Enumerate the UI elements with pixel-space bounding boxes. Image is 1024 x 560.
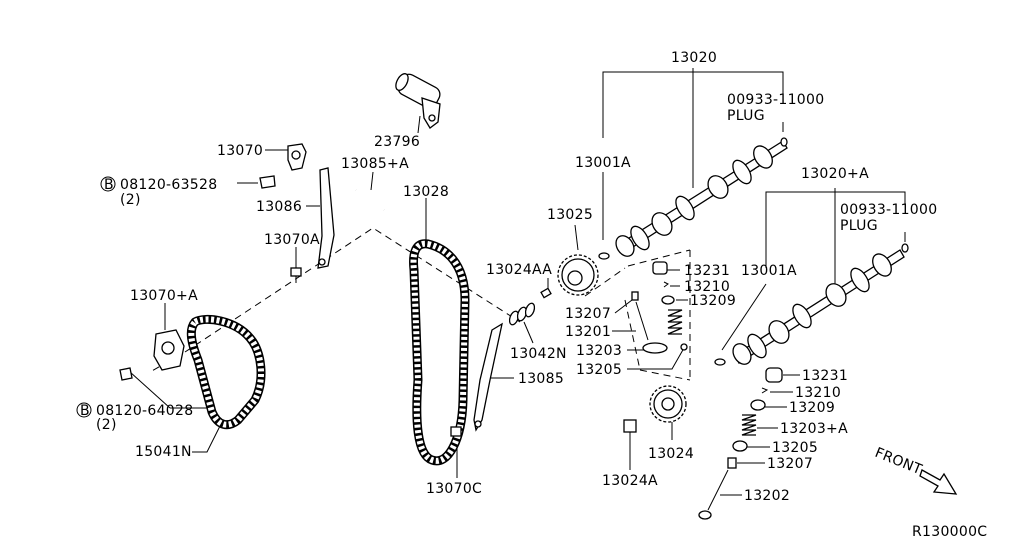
label-13070: 13070 — [217, 143, 263, 159]
bolt-13070c — [450, 426, 462, 437]
valve-cluster-left — [631, 261, 688, 354]
bolt-symbol-2: B — [80, 403, 90, 419]
label-13001a-lower: 13001A — [741, 263, 797, 279]
camshaft-lower — [714, 243, 909, 366]
cam-pin-upper — [598, 252, 610, 260]
label-13070a: 13070A — [264, 232, 320, 248]
label-13209-right: 13209 — [789, 400, 835, 416]
label-13042n: 13042N — [510, 346, 567, 362]
chain-guide-13086 — [317, 167, 335, 269]
camshaft-upper — [598, 137, 788, 260]
label-13203: 13203 — [576, 343, 622, 359]
label-13231-left: 13231 — [684, 263, 730, 279]
cam-sprocket-13025 — [557, 254, 599, 296]
bolt-symbol-1: B — [104, 177, 114, 193]
label-13231-right: 13231 — [802, 368, 848, 384]
label-13085a: 13085+A — [341, 156, 409, 172]
label-plug-upper: PLUG — [727, 108, 765, 124]
timing-chain-13028 — [409, 239, 470, 466]
plug-upper — [780, 137, 788, 147]
label-00933-lower: 00933-11000 — [840, 202, 937, 218]
label-13203plusa: 13203+A — [780, 421, 848, 437]
label-13025: 13025 — [547, 207, 593, 223]
label-13020plusa: 13020+A — [801, 166, 869, 182]
tensioner-23796 — [395, 73, 441, 129]
label-qty-64028: (2) — [96, 417, 117, 433]
label-13210-right: 13210 — [795, 385, 841, 401]
crank-sprocket-13024 — [649, 385, 687, 423]
label-13024: 13024 — [648, 446, 694, 462]
chain-guide-13085 — [473, 322, 503, 432]
label-13086: 13086 — [256, 199, 302, 215]
label-13028: 13028 — [403, 184, 449, 200]
label-13205-left: 13205 — [576, 362, 622, 378]
bolt-symbol-circle-1 — [100, 176, 116, 192]
leader-lines — [129, 68, 906, 496]
label-13070c: 13070C — [426, 481, 482, 497]
timing-chain-15041n — [186, 314, 266, 430]
label-13024aa: 13024AA — [486, 262, 552, 278]
bolt-13070a — [290, 267, 302, 283]
label-13001a-upper: 13001A — [575, 155, 631, 171]
label-15041n: 15041N — [135, 444, 192, 460]
label-13207-left: 13207 — [565, 306, 611, 322]
label-13202: 13202 — [744, 488, 790, 504]
cam-pin-lower — [714, 358, 726, 366]
label-08120-64028: 08120-64028 — [96, 403, 193, 419]
washers-13042n — [508, 302, 536, 326]
part-labels: 13020 00933-11000 PLUG 13001A 13025 1302… — [96, 50, 987, 540]
label-13024a: 13024A — [602, 473, 658, 489]
valve-cluster-right — [698, 367, 783, 520]
label-13085: 13085 — [518, 371, 564, 387]
sprocket-bolt-13024aa — [540, 287, 552, 299]
pin-13085a — [355, 189, 385, 211]
label-08120-63528: 08120-63528 — [120, 177, 217, 193]
label-00933-upper: 00933-11000 — [727, 92, 824, 108]
chain-tensioner-13070 — [259, 143, 307, 189]
plug-lower — [901, 243, 909, 253]
label-qty-63528: (2) — [120, 192, 141, 208]
front-direction-arrow — [919, 469, 958, 495]
bolt-13024a — [623, 419, 637, 440]
reference-code: R130000C — [912, 524, 987, 540]
label-plug-lower: PLUG — [840, 218, 878, 234]
label-13070plusa: 13070+A — [130, 288, 198, 304]
label-13205-right: 13205 — [772, 440, 818, 456]
label-13210-left: 13210 — [684, 279, 730, 295]
label-13201: 13201 — [565, 324, 611, 340]
label-23796: 23796 — [374, 134, 420, 150]
bolt-symbol-circle-2 — [76, 402, 92, 418]
label-13207-right: 13207 — [767, 456, 813, 472]
label-13020: 13020 — [671, 50, 717, 66]
label-13209-left: 13209 — [690, 293, 736, 309]
tensioner-13070plusa — [119, 329, 185, 381]
label-front: FRONT — [873, 445, 925, 478]
